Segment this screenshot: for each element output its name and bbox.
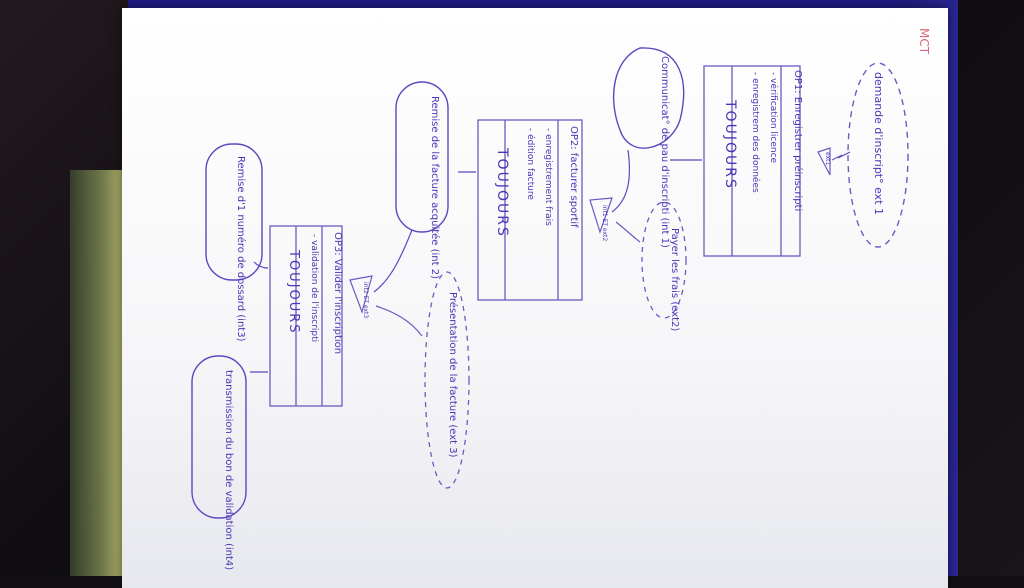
operation-title: OP1: Enregistrer préinscripti bbox=[792, 70, 804, 211]
event-text: Présentation de la facture (ext 3) bbox=[447, 292, 459, 458]
event-transmission-bon: transmission du bon de validation (int4) bbox=[191, 355, 247, 570]
operation-op1: OP1: Enregistrer préinscripti - vérifica… bbox=[703, 65, 804, 257]
event-communication-pass: Communicat° de pau d'inscripti (int 1) bbox=[611, 47, 685, 248]
operation-rule: TOUJOURS bbox=[722, 99, 738, 190]
event-text: Remise d'1 numéro de dossard (int3) bbox=[235, 156, 247, 342]
operation-action: - vérification licence bbox=[768, 72, 779, 164]
sheet-title: MCT bbox=[917, 28, 931, 55]
event-payer-frais: Payer les frais (ext2) bbox=[615, 201, 687, 331]
event-text: Payer les frais (ext2) bbox=[669, 228, 680, 331]
sync-s2: int1 ET ext2 bbox=[589, 197, 613, 241]
operation-action: - édition facture bbox=[525, 128, 536, 200]
event-demande-inscription: demande d'inscript° ext 1 bbox=[847, 62, 909, 248]
event-text: transmission du bon de validation (int4) bbox=[223, 370, 234, 570]
operation-rule: TOUJOURS bbox=[494, 147, 510, 238]
operation-action: - enregistrement frais bbox=[543, 128, 553, 226]
event-remise-dossard: Remise d'1 numéro de dossard (int3) bbox=[205, 143, 263, 342]
operation-title: OP3: Valider l'inscription bbox=[332, 232, 343, 354]
event-text: Remise de la facture acquitée (int 2) bbox=[429, 96, 441, 279]
event-text: Communicat° de pau d'inscripti (int 1) bbox=[659, 56, 670, 248]
paper-sheet bbox=[122, 8, 948, 588]
operation-op3: OP3: Valider l'inscription - validation … bbox=[269, 225, 343, 407]
flow-arrows bbox=[250, 151, 851, 373]
handwritten-mct-diagram: MCT demande d'inscript° ext 1 OP1: Enreg… bbox=[191, 28, 931, 570]
operation-action: - enregistrem des données bbox=[750, 72, 761, 193]
sync-label: int1 ET ext2 bbox=[601, 205, 608, 241]
operation-op2: OP2: facturer sportif - enregistrement f… bbox=[477, 119, 583, 301]
event-remise-facture: Remise de la facture acquitée (int 2) bbox=[373, 81, 449, 293]
operation-rule: TOUJOURS bbox=[286, 249, 301, 335]
sync-label: int2 ET ext3 bbox=[362, 282, 369, 318]
event-presentation-facture: Présentation de la facture (ext 3) bbox=[375, 271, 470, 489]
operation-action: - validation de l'inscripti bbox=[309, 234, 319, 342]
event-text: demande d'inscript° ext 1 bbox=[872, 72, 885, 215]
sync-label: ext1 bbox=[824, 152, 831, 165]
operation-title: OP2: facturer sportif bbox=[568, 126, 579, 228]
sync-s1: ext1 bbox=[817, 147, 843, 176]
sync-s3: int2 ET ext3 bbox=[349, 275, 373, 318]
